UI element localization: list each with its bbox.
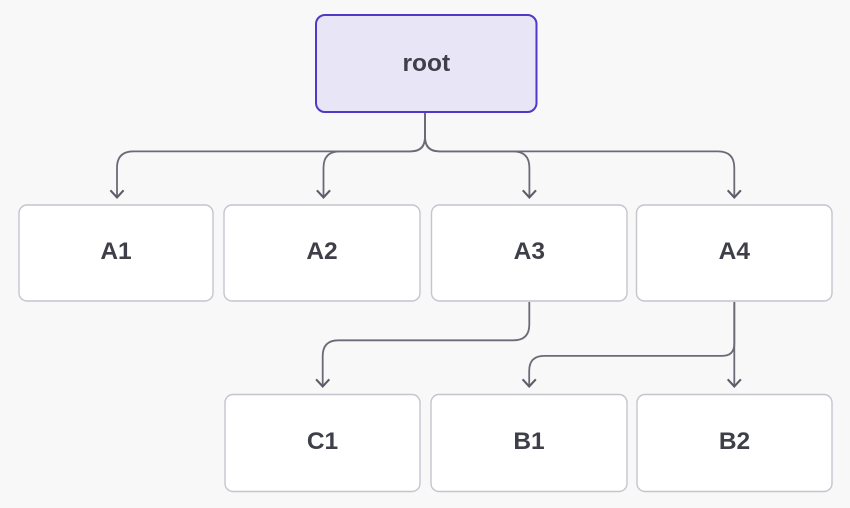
svg-text:A4: A4 xyxy=(719,238,751,265)
svg-text:B1: B1 xyxy=(513,428,544,455)
svg-text:A3: A3 xyxy=(514,238,545,265)
svg-text:C1: C1 xyxy=(307,428,338,455)
svg-text:root: root xyxy=(402,50,450,77)
svg-text:A1: A1 xyxy=(100,238,131,265)
svg-text:B2: B2 xyxy=(719,428,750,455)
svg-text:A2: A2 xyxy=(306,238,337,265)
